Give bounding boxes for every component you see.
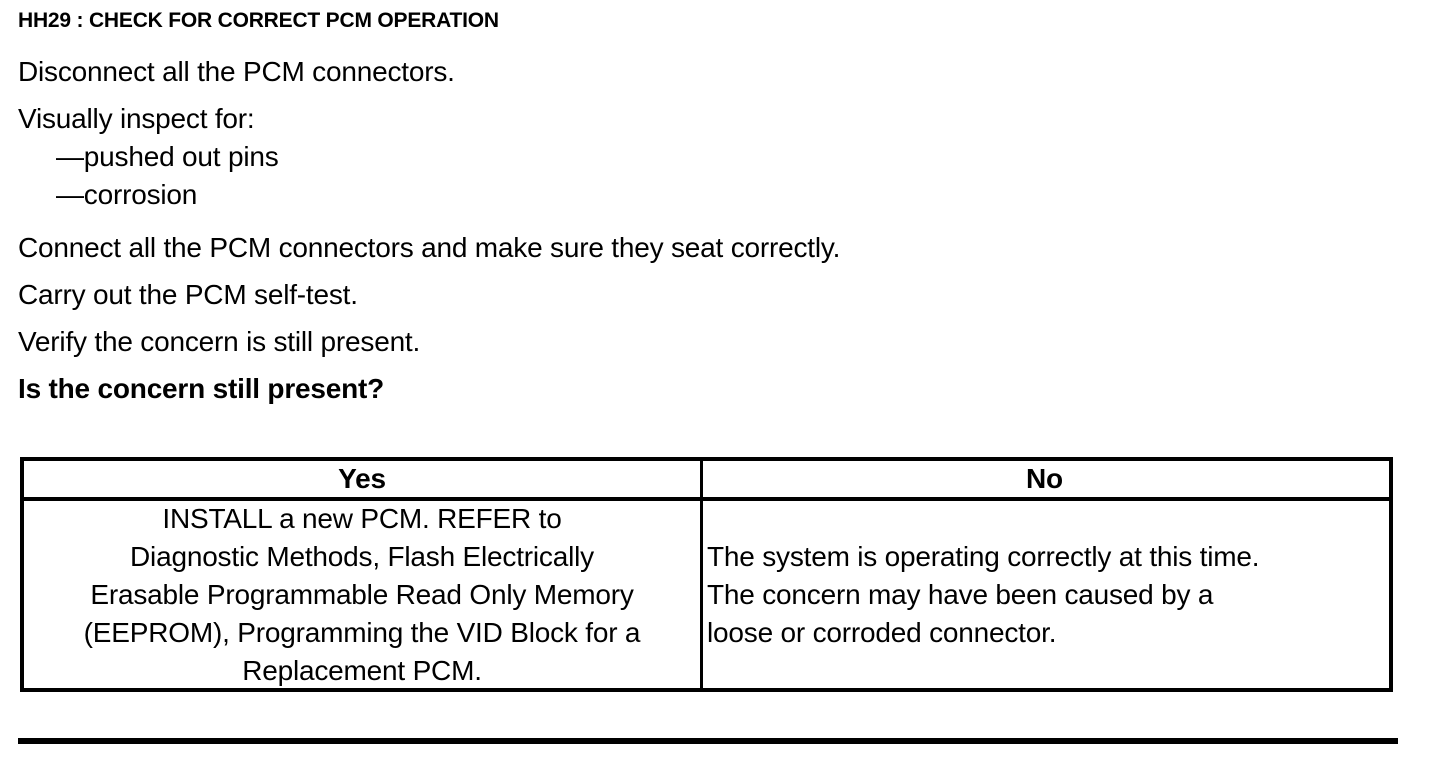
table-cell-yes: INSTALL a new PCM. REFER to Diagnostic M… (24, 501, 703, 688)
table-header-yes: Yes (24, 461, 703, 497)
inspect-item-list: —pushed out pins —corrosion (18, 138, 1418, 214)
spacer (18, 214, 1418, 224)
page-title: HH29 : CHECK FOR CORRECT PCM OPERATION (18, 9, 499, 32)
table-header-row: Yes No (24, 461, 1389, 501)
decision-question: Is the concern still present? (18, 373, 385, 404)
table-cell-no-text: The system is operating correctly at thi… (707, 540, 1260, 648)
table-row: INSTALL a new PCM. REFER to Diagnostic M… (24, 501, 1389, 688)
instruction-line: Connect all the PCM connectors and make … (18, 232, 841, 263)
instruction-line: Verify the concern is still present. (18, 326, 421, 357)
decision-table: Yes No INSTALL a new PCM. REFER to Diagn… (20, 457, 1393, 692)
table-cell-no: The system is operating correctly at thi… (703, 501, 1386, 688)
instruction-block: Disconnect all the PCM connectors. Visua… (18, 48, 1418, 412)
instruction-line: Carry out the PCM self-test. (18, 279, 358, 310)
instruction-line: Disconnect all the PCM connectors. (18, 56, 455, 87)
footer-divider (18, 738, 1398, 744)
instruction-line: Visually inspect for: (18, 103, 255, 134)
table-cell-yes-text: INSTALL a new PCM. REFER to Diagnostic M… (83, 502, 641, 686)
list-item: —pushed out pins (56, 141, 279, 172)
list-item: —corrosion (56, 179, 198, 210)
table-header-no: No (1026, 463, 1063, 494)
